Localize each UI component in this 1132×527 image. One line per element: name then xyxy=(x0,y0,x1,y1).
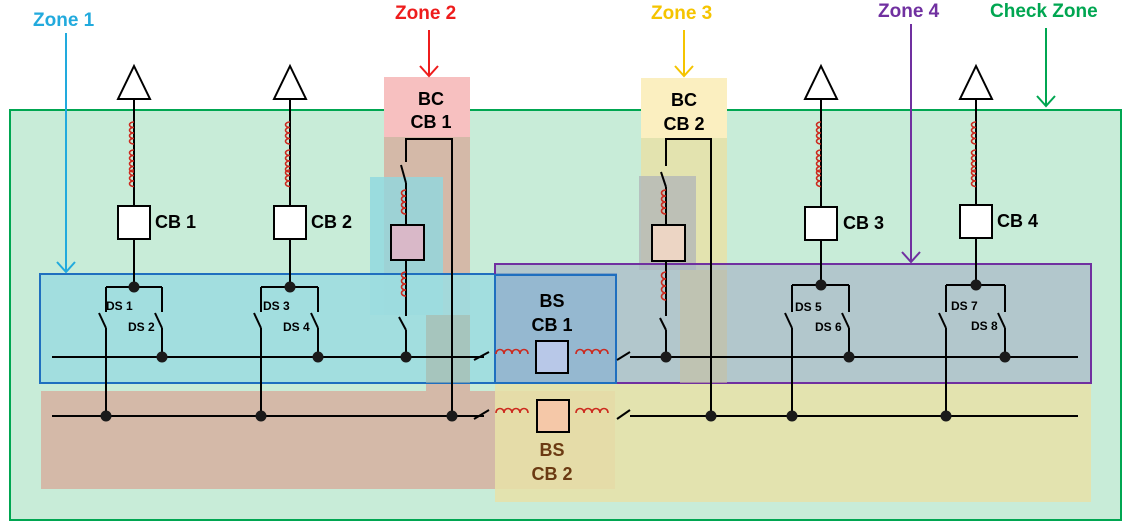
zone-1-arrow xyxy=(56,33,76,274)
zone-3-arrow xyxy=(674,30,694,78)
junction-dot xyxy=(786,410,798,422)
ds1-label: DS 1 xyxy=(106,299,133,313)
junction-dot xyxy=(255,410,267,422)
cb4-label: CB 4 xyxy=(997,211,1038,231)
bs-cb1-label-line2: CB 1 xyxy=(531,315,572,335)
zone-2-arrow xyxy=(419,30,439,78)
ct-coil xyxy=(660,271,667,301)
junction-dot xyxy=(999,351,1011,363)
ct-coil xyxy=(575,407,609,414)
zone-2-label: Zone 2 xyxy=(395,3,456,24)
ct-coil xyxy=(495,407,529,414)
ct-coil xyxy=(128,169,135,188)
junction-dot xyxy=(128,281,140,293)
zone-1-label: Zone 1 xyxy=(33,10,95,31)
junction-dot xyxy=(156,351,168,363)
ct-coil xyxy=(970,149,977,173)
current-transformers xyxy=(128,121,977,414)
zone-4-label: Zone 4 xyxy=(878,1,940,22)
junction-dot xyxy=(400,351,412,363)
bus-section-1 xyxy=(473,340,631,374)
ct-coil xyxy=(400,189,407,215)
cb2-label: CB 2 xyxy=(311,212,352,232)
junction-dot xyxy=(843,351,855,363)
bus-coupler-1 xyxy=(390,138,453,416)
ds3-label: DS 3 xyxy=(263,299,290,313)
junction-dot xyxy=(100,410,112,422)
feeder-4 xyxy=(938,63,1006,416)
ct-coil xyxy=(970,121,977,145)
ct-coil xyxy=(815,149,822,173)
ct-coil xyxy=(128,121,135,145)
bc-cb2-label-line1: BC xyxy=(671,90,697,110)
junction-dot xyxy=(446,410,458,422)
ct-coil xyxy=(575,348,609,355)
junction-dots xyxy=(100,279,1011,422)
ds7-label: DS 7 xyxy=(951,299,978,313)
junction-dot xyxy=(312,351,324,363)
ct-coil xyxy=(284,169,291,188)
zone-2-top xyxy=(384,77,470,137)
ct-coil xyxy=(284,121,291,145)
bus-section-2 xyxy=(473,399,631,433)
ct-coil xyxy=(660,189,667,215)
zone-overlap-bc1 xyxy=(426,315,470,383)
zone-4-arrow xyxy=(901,24,921,264)
ct-coil xyxy=(495,348,529,355)
ct-coil xyxy=(970,169,977,188)
ct-coil xyxy=(815,169,822,188)
bc-cb1-label-line2: CB 1 xyxy=(410,112,451,132)
ds5-label: DS 5 xyxy=(795,300,822,314)
bs-cb2-label-line1: BS xyxy=(539,440,564,460)
ds4-label: DS 4 xyxy=(283,320,310,334)
cb3-label: CB 3 xyxy=(843,213,884,233)
feeder-3 xyxy=(784,63,850,416)
bc-cb1-label-line1: BC xyxy=(418,89,444,109)
junction-dot xyxy=(660,351,672,363)
feeder-2 xyxy=(253,63,319,416)
junction-dot xyxy=(705,410,717,422)
check-zone-arrow xyxy=(1036,28,1056,108)
ds8-label: DS 8 xyxy=(971,319,998,333)
bc-cb2-label-line2: CB 2 xyxy=(663,114,704,134)
bs-cb1-label-line1: BS xyxy=(539,291,564,311)
cb1-label: CB 1 xyxy=(155,212,196,232)
ct-coil xyxy=(400,271,407,297)
ds6-label: DS 6 xyxy=(815,320,842,334)
ds2-label: DS 2 xyxy=(128,320,155,334)
ct-coil xyxy=(284,149,291,173)
junction-dot xyxy=(970,279,982,291)
ct-coil xyxy=(128,149,135,173)
junction-dot xyxy=(940,410,952,422)
check-zone-label: Check Zone xyxy=(990,1,1098,22)
ct-coil xyxy=(815,121,822,145)
junction-dot xyxy=(284,281,296,293)
zone-3-top xyxy=(641,78,727,138)
bs-cb2-label-line2: CB 2 xyxy=(531,464,572,484)
zone-3-label: Zone 3 xyxy=(651,3,712,24)
junction-dot xyxy=(815,279,827,291)
